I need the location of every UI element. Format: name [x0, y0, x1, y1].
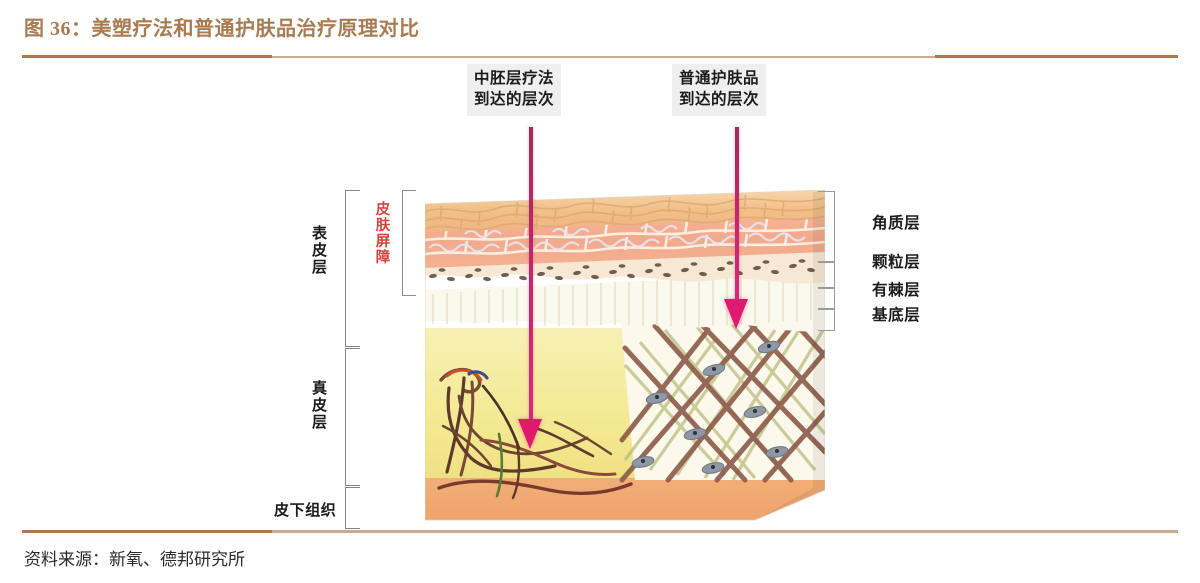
- skin-cross-section-diagram: 中胚层疗法 到达的层次 普通护肤品 到达的层次: [0, 62, 1200, 529]
- footer-divider-light: [22, 530, 1178, 533]
- header-divider-accent-right: [935, 55, 1178, 58]
- label-skin-barrier: 皮肤屏障: [373, 201, 390, 265]
- header-divider-accent-left: [22, 55, 272, 58]
- label-basal-layer: 基底层: [872, 307, 921, 324]
- label-dermis: 真皮层: [310, 380, 327, 431]
- source-note: 资料来源：新氧、德邦研究所: [24, 550, 245, 569]
- label-spinous-layer: 有棘层: [872, 282, 921, 299]
- skincare-arrow-shaft: [734, 127, 739, 323]
- page-title: 图 36：美塑疗法和普通护肤品治疗原理对比: [24, 18, 420, 40]
- callout-skincare-line1: 普通护肤品: [679, 70, 760, 87]
- skin-block-illustration: [425, 190, 825, 528]
- label-epidermis: 表皮层: [310, 225, 327, 276]
- bracket-skin-barrier: [402, 190, 416, 296]
- skincare-arrow: [724, 127, 748, 349]
- label-cornified-layer: 角质层: [872, 215, 921, 232]
- bracket-dermis: [345, 348, 360, 486]
- bracket-granular-layer: [818, 262, 835, 288]
- callout-mesotherapy-line1: 中胚层疗法: [474, 70, 555, 87]
- skincare-arrow-head: [724, 299, 748, 329]
- label-granular-layer: 颗粒层: [872, 254, 921, 271]
- bracket-basal-layer: [818, 309, 835, 331]
- callout-mesotherapy-depth: 中胚层疗法 到达的层次: [467, 64, 562, 116]
- callout-mesotherapy-line2: 到达的层次: [474, 91, 555, 109]
- footer-divider-accent: [22, 530, 272, 533]
- figure-footer: 资料来源：新氧、德邦研究所: [0, 525, 1200, 583]
- mesotherapy-arrow: [518, 127, 542, 467]
- bracket-spinous-layer: [818, 288, 835, 309]
- header-divider-light: [22, 56, 1178, 58]
- callout-skincare-line2: 到达的层次: [679, 91, 760, 109]
- header-divider: [22, 55, 1178, 58]
- bracket-epidermis: [345, 190, 360, 347]
- figure-header: 图 36：美塑疗法和普通护肤品治疗原理对比: [0, 0, 1200, 62]
- label-subcutaneous: 皮下组织: [274, 502, 337, 519]
- bracket-subcutaneous: [345, 487, 360, 529]
- mesotherapy-arrow-head: [518, 419, 542, 449]
- callout-skincare-depth: 普通护肤品 到达的层次: [672, 64, 767, 116]
- bracket-cornified-layer: [818, 191, 835, 262]
- mesotherapy-arrow-shaft: [528, 127, 533, 442]
